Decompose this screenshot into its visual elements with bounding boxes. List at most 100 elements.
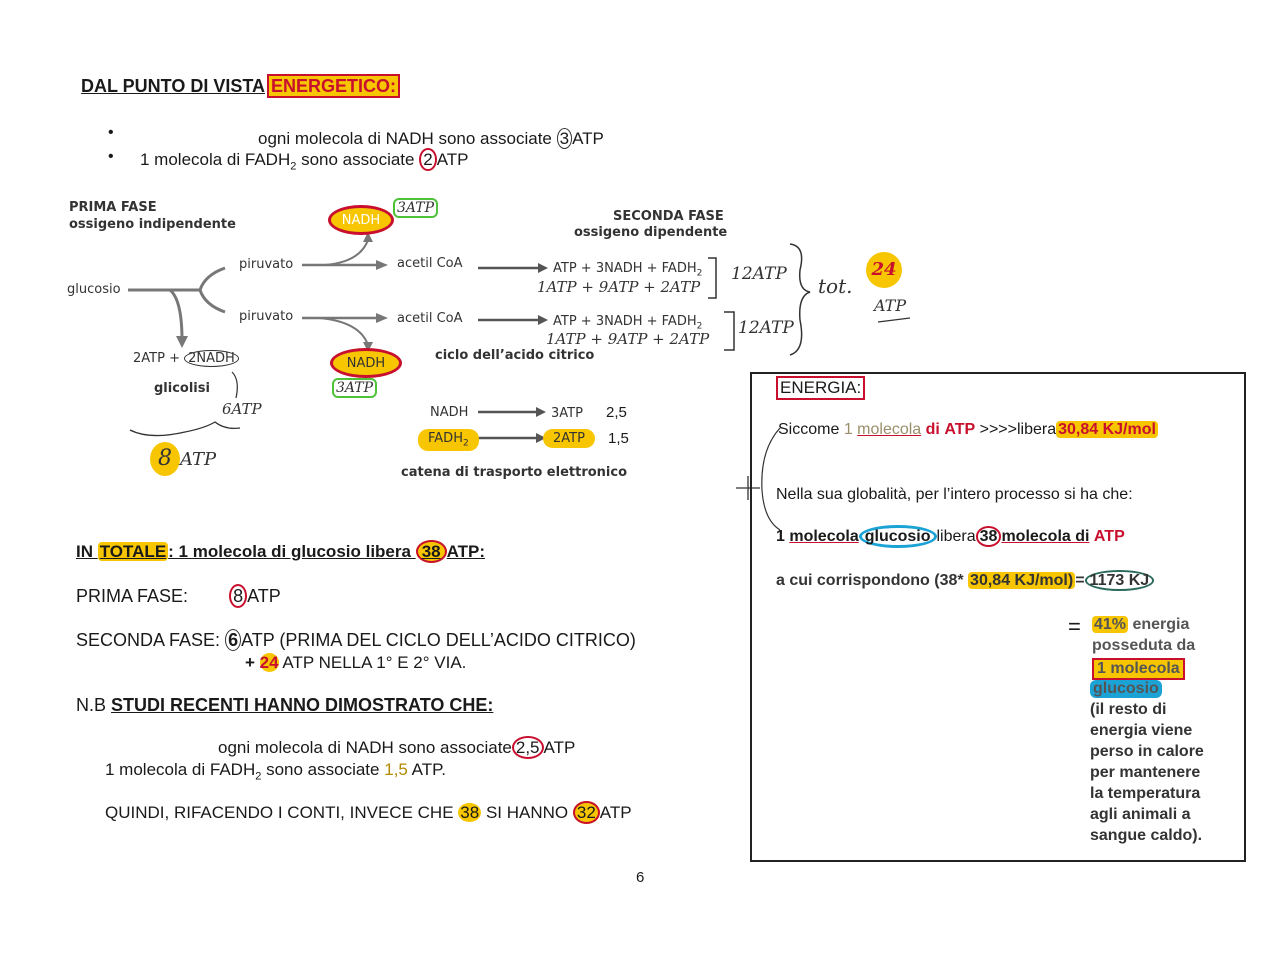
atp-top-hand-text: 3ATP	[393, 198, 439, 218]
energia-pct: 41% energia	[1092, 616, 1189, 634]
bullet-nadh-text: ogni molecola di NADH sono associate	[258, 129, 552, 148]
chain-fadh: FADH2	[418, 429, 479, 451]
energia-line1-c: molecola	[857, 421, 922, 438]
nb-quindi-v1: 38	[458, 803, 482, 822]
bullet-nadh-suffix: ATP	[572, 129, 604, 148]
ciclo-label: ciclo dell’acido citrico	[435, 348, 595, 363]
chain-fadh-text: FADH	[428, 431, 463, 446]
energia-line1-b: 1	[843, 421, 853, 438]
products-row-1: ATP + 3NADH + FADH2	[553, 261, 702, 279]
prima-fase-value: 8	[229, 584, 248, 608]
chain-value-2: 1,5	[608, 430, 629, 447]
bullet-fadh-text: 1 molecola di FADH	[140, 150, 291, 169]
bullet-fadh-text2: sono associate	[296, 150, 415, 169]
energia-side-4: (il resto di	[1090, 701, 1167, 718]
products-sub-1: 2	[696, 268, 703, 279]
energia-line3-c: glucosio	[858, 525, 937, 548]
energia-eq-sign: =	[1068, 614, 1081, 639]
energia-line4-c: =	[1075, 572, 1085, 589]
products-row-2: ATP + 3NADH + FADH2	[553, 314, 702, 332]
nb-prefix: N.B	[76, 695, 107, 715]
glicolisi-2atp: 2ATP +	[133, 351, 180, 366]
totale-value: 38	[415, 540, 447, 563]
energia-box	[750, 372, 1246, 862]
hand-6atp: 6ATP	[222, 400, 262, 418]
energia-line1-a: Siccome	[778, 421, 840, 438]
hand-12atp-2: 12ATP	[738, 318, 794, 338]
nb-nadh-text: ogni molecola di NADH sono associate	[218, 738, 512, 757]
hand-8atp-num: 8	[150, 442, 180, 476]
glicolisi-label: glicolisi	[154, 381, 210, 396]
energia-line4-a: a cui corrispondono (38*	[776, 572, 964, 589]
bullet-dot-2: •	[108, 148, 114, 165]
prima-fase-suffix: ATP	[247, 586, 281, 606]
energia-line3-g: ATP	[1093, 528, 1125, 545]
nadh-mid-label: NADH	[346, 356, 386, 371]
nb-quindi-text: QUINDI, RIFACENDO I CONTI, INVECE CHE	[105, 803, 454, 822]
seconda-fase-text: ATP (PRIMA DEL CICLO DELL’ACIDO CITRICO)	[241, 630, 636, 650]
totale-suffix: ATP:	[446, 542, 486, 561]
seconda-fase-sub: ossigeno dipendente	[574, 225, 728, 240]
nb-nadh-suffix: ATP	[543, 738, 576, 757]
nb-quindi-suffix: ATP	[599, 803, 632, 822]
glicolisi-2nadh: 2NADH	[184, 350, 239, 367]
energia-line1-e: ATP	[944, 421, 976, 438]
energia-line2: Nella sua globalità, per l’intero proces…	[776, 486, 1133, 503]
bullet-fadh-value: 2	[419, 148, 437, 171]
bullet-fadh-suffix: ATP	[436, 150, 469, 169]
prima-fase-title: PRIMA FASE	[69, 200, 157, 215]
totale-text: : 1 molecola di glucosio libera	[168, 542, 411, 561]
hand-tot: tot.	[818, 274, 853, 298]
nb-fadh-value: 1,5	[384, 760, 408, 779]
nb-fadh-text2: sono associate	[261, 760, 380, 779]
hand-tot-unit: ATP	[874, 296, 907, 315]
energia-side-10: sangue caldo).	[1090, 827, 1203, 844]
energia-line4: a cui corrispondono (38* 30,84 KJ/mol)=1…	[776, 570, 1155, 591]
prima-fase-label: PRIMA FASE:	[76, 586, 189, 606]
energia-line1-f: >>>>libera	[979, 421, 1057, 438]
energia-line3-b: molecola	[789, 528, 859, 545]
piruvato-label-1: piruvato	[239, 257, 294, 272]
energia-side-1: posseduta da	[1092, 637, 1196, 654]
energia-side-9: agli animali a	[1090, 806, 1191, 823]
chain-value-1: 2,5	[606, 404, 627, 421]
energia-line3-d: libera	[936, 528, 976, 545]
products-text-2: ATP + 3NADH + FADH	[553, 314, 697, 329]
totale-highlight: TOTALE	[97, 542, 169, 561]
energia-title: ENERGIA:	[776, 376, 866, 400]
energia-line3-a: 1	[776, 528, 785, 545]
hand-8atp-unit: ATP	[180, 449, 217, 470]
nadh-top-label: NADH	[341, 213, 381, 228]
seconda-fase-plus: +	[245, 653, 255, 672]
totale-line: IN TOTALE: 1 molecola di glucosio libera…	[76, 540, 486, 563]
bullet-nadh-value: 3	[556, 128, 573, 149]
seconda-fase-line2-text: ATP NELLA 1° E 2° VIA.	[282, 653, 467, 672]
chain-fadh-sub: 2	[462, 438, 469, 449]
seconda-fase-24: 24	[259, 653, 279, 672]
products-text-1: ATP + 3NADH + FADH	[553, 261, 697, 276]
prima-fase-sub: ossigeno indipendente	[69, 217, 236, 232]
hand-row-2: 1ATP + 9ATP + 2ATP	[546, 330, 710, 348]
energia-line4-d: 1173 KJ	[1084, 570, 1155, 591]
nb-title-text: STUDI RECENTI HANNO DIMOSTRATO CHE:	[111, 695, 494, 715]
title-prefix: DAL PUNTO DI VISTA	[81, 76, 266, 96]
nb-fadh-line: 1 molecola di FADH2 sono associate 1,5 A…	[105, 760, 446, 782]
nb-title: N.B STUDI RECENTI HANNO DIMOSTRATO CHE:	[76, 695, 493, 716]
atp-top-hand: 3ATP	[393, 198, 439, 218]
energia-line4-b: 30,84 KJ/mol)	[968, 572, 1076, 589]
energia-side-6: perso in calore	[1090, 743, 1204, 760]
bullet-fadh-sub: 2	[290, 160, 297, 173]
acetil-label-1: acetil CoA	[397, 256, 463, 271]
nb-quindi-mid: SI HANNO	[485, 803, 569, 822]
chain-nadh: NADH	[430, 405, 469, 420]
nb-quindi-v2: 32	[572, 801, 600, 824]
nb-quindi-line: QUINDI, RIFACENDO I CONTI, INVECE CHE 38…	[105, 801, 632, 824]
